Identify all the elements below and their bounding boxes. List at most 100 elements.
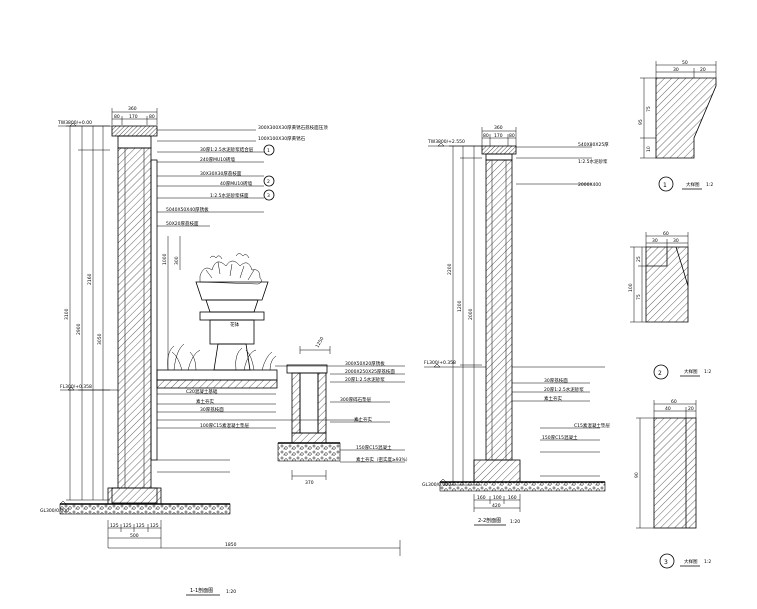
s1-dim-top-c: 80 bbox=[149, 114, 155, 120]
shrub-foliage bbox=[199, 253, 262, 285]
s1-base-elev: GL300/0.000 bbox=[40, 508, 69, 514]
s1-note-20: 素土夯实（密实度≥93%） bbox=[356, 456, 410, 463]
detail-2-marker[interactable] bbox=[653, 364, 669, 380]
s1-note-3: 240厚MU10砖墙 bbox=[200, 156, 235, 163]
d1-dim-f: 95 bbox=[638, 119, 644, 125]
s2-note-2: 2000X400 bbox=[578, 182, 601, 188]
s2-dim-top-c: 80 bbox=[509, 133, 515, 139]
section1-wall bbox=[59, 125, 231, 515]
s1-note-7: 50X20厚荔枝面 bbox=[166, 220, 199, 227]
s1-note-17: 300厚碎石垫层 bbox=[340, 396, 372, 403]
ground-plants bbox=[167, 343, 277, 371]
s1-dim-left-c: 3050 bbox=[97, 333, 103, 345]
s1-dim-mid-b: 300 bbox=[174, 256, 180, 265]
d2-dim-e: 75 bbox=[636, 294, 642, 300]
s2-dim-top-a: 80 bbox=[483, 133, 489, 139]
d3-dim-a: 60 bbox=[671, 399, 677, 405]
s1-note-11: 2000X250X25厚荔枝面 bbox=[345, 368, 395, 375]
d1-dim-d: 75 bbox=[646, 106, 652, 112]
s1-note-13: C20混凝土基础 bbox=[186, 388, 218, 395]
detail-3-marker[interactable] bbox=[659, 553, 675, 569]
section2-top-dims: 360 80 170 80 bbox=[481, 125, 517, 146]
s2-note-0: 540X80X25厚 bbox=[578, 142, 609, 148]
s1-planter-bottom-dim: 370 bbox=[305, 480, 314, 486]
s1-coping bbox=[111, 125, 158, 137]
s2-dim-left-b: 1200 bbox=[457, 300, 463, 312]
s2-base-elev: GL300/0.000 bbox=[422, 482, 451, 488]
section1-left-dims: 3100 2900 2160 3050 bbox=[64, 125, 110, 501]
s2-note-6: C15素混凝土垫层 bbox=[574, 422, 610, 429]
d1-scale: 1:2 bbox=[706, 182, 713, 188]
d2-dim-f: 100 bbox=[628, 283, 634, 292]
d3-profile bbox=[653, 417, 697, 529]
s2-ground-elev: FL300/+0.358 bbox=[424, 360, 456, 366]
callout-3[interactable] bbox=[263, 189, 275, 201]
callout-2[interactable] bbox=[263, 175, 275, 187]
planter-label: 花钵 bbox=[230, 321, 239, 328]
detail-3: 60 40 20 90 3 大样图 1:2 bbox=[634, 399, 711, 569]
s1-note-1: 100X100X30厚黄锈石 bbox=[258, 135, 306, 142]
section-2-2: 360 80 170 80 TW3800/+2.550 2200 1200 20… bbox=[422, 125, 610, 526]
s2-note-4: 20厚1:2.5水泥砂浆 bbox=[544, 386, 584, 393]
s2-foundation-gravel bbox=[439, 481, 606, 492]
d3-dim-b: 40 bbox=[665, 406, 671, 412]
s2-dim-bottom-c: 160 bbox=[508, 495, 517, 501]
s1-note-14: 素土夯实 bbox=[196, 398, 214, 405]
s1-dim-top-b: 170 bbox=[129, 114, 138, 120]
callout-3-number: 3 bbox=[267, 193, 270, 199]
d2-dim-c: 30 bbox=[673, 238, 679, 244]
s2-dim-bottom-b: 100 bbox=[493, 495, 502, 501]
callout-1[interactable] bbox=[263, 144, 275, 156]
section1-caption: 1-1剖面图 1:20 bbox=[186, 587, 236, 596]
d3-dim-c: 20 bbox=[688, 406, 694, 412]
s1-dim-bottom-b: 125 bbox=[123, 523, 132, 529]
section2-leader-notes: 540X80X25厚 1:2.5水泥砂浆 2000X400 30厚荔枝面 20厚… bbox=[512, 142, 610, 477]
s1-note-19: 150厚C15混凝土 bbox=[356, 444, 392, 451]
section1-leader-notes: 300X300X30厚黄锈石荔枝面压顶 100X100X30厚黄锈石 30厚1:… bbox=[157, 124, 410, 473]
s1-dim-top-total: 360 bbox=[128, 106, 137, 112]
detail-2: 60 30 30 100 25 75 2 大样图 1:2 bbox=[628, 231, 711, 380]
section-1-1: 360 80 170 80 TW3800/+0.00 3100 2900 216… bbox=[40, 106, 410, 596]
d1-dim-e: 10 bbox=[646, 146, 652, 152]
d1-number: 1 bbox=[663, 182, 667, 189]
s1-dim-top-a: 80 bbox=[114, 114, 120, 120]
s1-note-8: 1:2.5水泥砂浆抹面 bbox=[210, 192, 249, 199]
s1-note-15: 30厚荔枝面 bbox=[200, 406, 224, 413]
s2-coping bbox=[481, 145, 517, 155]
d3-number: 3 bbox=[664, 559, 668, 566]
planter-pot: 花钵 bbox=[167, 253, 277, 371]
s1-note-4: 30X30X30厚荔枝面 bbox=[200, 170, 242, 177]
section2-left-dims: 2200 1200 2000 bbox=[447, 145, 482, 486]
section2-caption: 2-2剖面图 1:20 bbox=[474, 517, 520, 526]
d3-scale: 1:2 bbox=[704, 559, 711, 565]
s1-ground-elev: FL300/+0.358 bbox=[60, 384, 92, 390]
s2-dim-top-total: 360 bbox=[494, 125, 503, 131]
d2-number: 2 bbox=[658, 370, 662, 377]
s1-scale: 1:20 bbox=[226, 589, 236, 595]
s2-dim-top-b: 170 bbox=[494, 133, 503, 139]
s1-note-16: 100厚C15素混凝土垫层 bbox=[200, 422, 249, 429]
s1-dim-bottom-long: 1850 bbox=[225, 542, 237, 548]
s2-note-1: 1:2.5水泥砂浆 bbox=[578, 158, 608, 165]
s1-dim-bottom-a: 125 bbox=[110, 523, 119, 529]
s2-dim-left-total: 2200 bbox=[447, 263, 453, 275]
s1-wall-body bbox=[117, 147, 152, 489]
section2-wall bbox=[439, 145, 606, 492]
detail-1-marker[interactable] bbox=[658, 176, 674, 192]
d2-label: 大样图 bbox=[684, 368, 698, 375]
callout-1-number: 1 bbox=[267, 148, 270, 154]
s1-dim-left-total: 3100 bbox=[64, 308, 70, 320]
d2-dim-d: 25 bbox=[636, 256, 642, 262]
s1-dim-left-b: 2900 bbox=[76, 323, 82, 335]
s2-caption: 2-2剖面图 bbox=[478, 517, 501, 524]
d3-label: 大样图 bbox=[684, 558, 698, 565]
s2-dim-bottom-a: 160 bbox=[477, 495, 486, 501]
section2-ground: FL300/+0.358 GL300/0.000 bbox=[422, 360, 605, 488]
s2-scale: 1:20 bbox=[510, 519, 520, 525]
s2-dim-bottom-total: 420 bbox=[492, 503, 501, 509]
s1-dim-bottom-total: 500 bbox=[130, 533, 139, 539]
d2-scale: 1:2 bbox=[704, 369, 711, 375]
s1-dim-bottom-c: 125 bbox=[136, 523, 145, 529]
s2-note-7: 150厚C15混凝土 bbox=[542, 434, 578, 441]
